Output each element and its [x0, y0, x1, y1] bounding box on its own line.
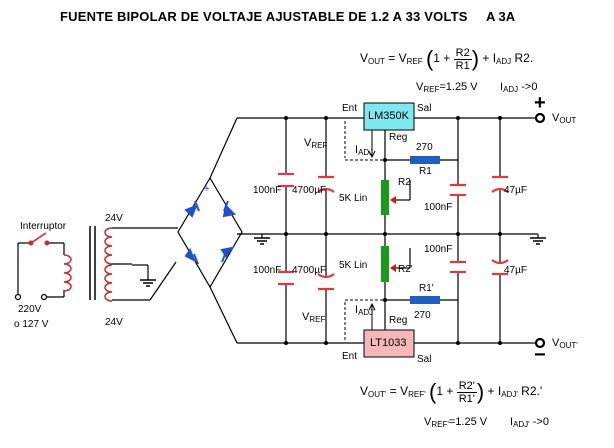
ic-top-label: LM350K	[368, 110, 409, 122]
vref-value: VREF=1.25 V	[416, 81, 478, 94]
vref-arrow-icon	[344, 121, 385, 340]
r1-label: R1	[419, 166, 432, 177]
svg-text:+: +	[204, 184, 210, 195]
capacitor-icon	[278, 172, 509, 291]
ground-icon	[140, 237, 546, 287]
vref-label: VREF	[304, 137, 328, 150]
vref-prime-label: VREF'	[302, 311, 327, 324]
pin-reg-bottom: Reg	[389, 315, 408, 326]
ic-lt1033	[363, 329, 415, 358]
v220-label: 220V	[18, 304, 42, 315]
vout-prime-label: VOUT'	[552, 337, 578, 350]
potentiometer-icon	[381, 180, 396, 282]
transformer	[63, 226, 132, 302]
pin-ent-bottom: Ent	[342, 351, 358, 362]
vout-label: VOUT	[552, 112, 577, 125]
plus-sign: +	[534, 92, 546, 114]
cap-100nf-1-label: 100nF	[253, 185, 282, 196]
r2p-over-r1p: R2'R1'	[456, 379, 477, 405]
v24-bottom-label: 24V	[105, 317, 123, 328]
iadj-label: IADJ	[355, 144, 374, 157]
wires	[17, 117, 539, 344]
output-terminal-icon	[534, 112, 546, 349]
minus-sign: −	[534, 344, 546, 366]
interruptor-label: Interruptor	[20, 221, 67, 232]
cap-100nf-4-label: 100nF	[424, 244, 453, 255]
secondary-coil-icon	[104, 227, 113, 302]
r270-top-label: 270	[416, 142, 433, 153]
iadj-value: IADJ ->0	[500, 81, 538, 94]
switch-icon	[28, 232, 50, 246]
page-title: FUENTE BIPOLAR DE VOLTAJE AJUSTABLE DE 1…	[60, 9, 468, 24]
iadj-prime-label: IADJ'	[355, 304, 375, 317]
vref-prime-value: VREF'=1.25 V	[424, 416, 488, 429]
primary-coil-icon	[63, 254, 72, 292]
vout-prime-equation: VOUT' = VREF' (1 + R2'R1') + IADJ' R2.'	[360, 379, 543, 405]
cap-100nf-2-label: 100nF	[253, 265, 282, 276]
diode-icon	[184, 200, 237, 265]
title-current: A 3A	[486, 9, 516, 24]
cap-100nf-3-label: 100nF	[424, 202, 453, 213]
mains-terminal-icon	[14, 293, 48, 301]
ic-lm350k	[363, 102, 415, 131]
r2p-label: R2'	[398, 264, 413, 275]
r2-label: R2	[398, 177, 411, 188]
cap-4700-1-label: 4700µF	[292, 185, 327, 196]
ic-bottom-label: LT1033	[370, 337, 407, 349]
junction-dots	[284, 116, 502, 345]
v127-label: o 127 V	[14, 319, 49, 330]
resistor-icon	[410, 156, 440, 304]
pot-bottom-label: 5K Lin	[339, 260, 368, 271]
r1p-label: R1'	[419, 283, 434, 294]
cap-47-2-label: 47µF	[504, 265, 527, 276]
pin-sal-bottom: Sal	[417, 354, 432, 365]
cap-47-1-label: 47µF	[504, 185, 527, 196]
cap-4700-2-label: 4700µF	[292, 265, 327, 276]
iadj-arrow-icon	[368, 130, 376, 330]
pin-ent-top: Ent	[342, 103, 358, 114]
v24-top-label: 24V	[105, 213, 123, 224]
pin-sal-top: Sal	[417, 103, 432, 114]
pot-top-label: 5K Lin	[339, 193, 368, 204]
r270-bottom-label: 270	[414, 310, 431, 321]
bridge-rectifier: +	[177, 176, 243, 289]
iadj-prime-value: IADJ' ->0	[510, 416, 549, 429]
pin-reg-top: Reg	[389, 132, 408, 143]
